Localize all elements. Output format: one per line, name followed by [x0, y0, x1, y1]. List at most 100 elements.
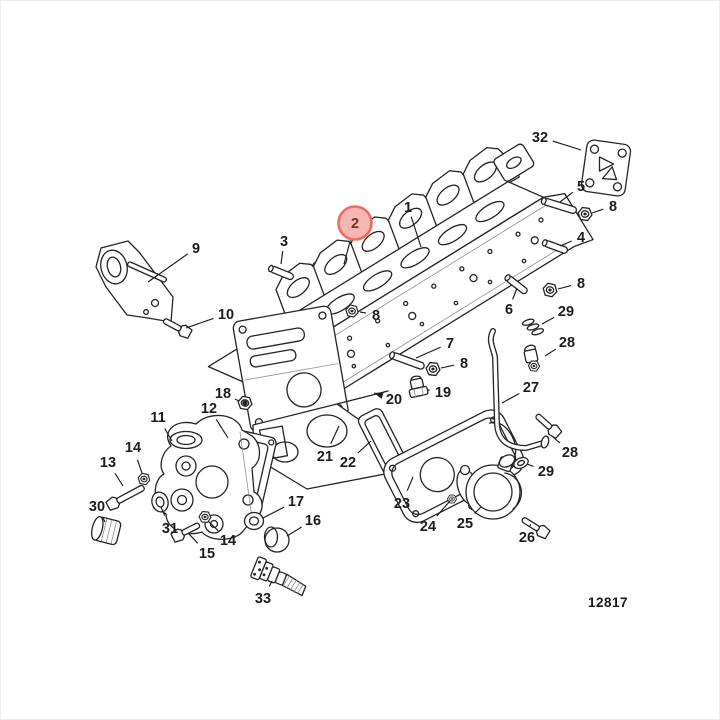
leader-line: [406, 476, 414, 491]
callout-label: 20: [386, 392, 402, 408]
callout-14[interactable]: 14: [125, 440, 143, 474]
callout-17[interactable]: 17: [262, 494, 304, 519]
callout-31[interactable]: 31: [160, 506, 178, 537]
leader-line: [359, 311, 367, 314]
bracket-art: [95, 240, 174, 323]
leader-line: [207, 520, 219, 532]
callout-label: 8: [609, 199, 617, 215]
callout-10[interactable]: 10: [185, 307, 234, 329]
callout-label: 15: [199, 546, 215, 562]
leader-line: [286, 526, 302, 537]
highlight-circle: [337, 205, 373, 241]
callout-label: 18: [215, 386, 231, 402]
callout-label: 16: [305, 513, 321, 529]
leader-line: [559, 191, 574, 203]
callout-label: 3: [280, 234, 288, 250]
leader-line: [474, 506, 482, 514]
callout-label: 14: [220, 533, 236, 549]
callout-label: 4: [577, 230, 585, 246]
callout-label: 33: [255, 591, 271, 607]
plug-art: [91, 515, 122, 546]
callout-1[interactable]: 1: [404, 200, 422, 248]
callout-21[interactable]: 21: [317, 425, 340, 465]
callout-29[interactable]: 29: [541, 304, 574, 325]
leader-line: [529, 523, 532, 527]
callout-label: 28: [559, 335, 575, 351]
callout-18[interactable]: 18: [215, 386, 240, 402]
callout-19[interactable]: 19: [427, 385, 451, 401]
callout-7[interactable]: 7: [415, 336, 454, 359]
leader-line: [541, 316, 555, 325]
callout-8[interactable]: 8: [591, 199, 617, 215]
callout-9[interactable]: 9: [147, 241, 200, 283]
callout-8[interactable]: 8: [359, 308, 380, 324]
callout-label: 23: [394, 496, 410, 512]
drain-tube-art: [487, 328, 550, 468]
callout-4[interactable]: 4: [559, 230, 585, 247]
callout-26[interactable]: 26: [519, 523, 535, 546]
callout-20[interactable]: 20: [373, 392, 402, 408]
callout-label: 29: [558, 304, 574, 320]
leader-line: [330, 425, 340, 445]
callout-label: 32: [532, 130, 548, 146]
callout-5[interactable]: 5: [559, 179, 585, 203]
callout-32[interactable]: 32: [532, 130, 582, 151]
callout-29[interactable]: 29: [526, 463, 554, 480]
leader-line: [215, 418, 229, 439]
leader-line: [234, 398, 240, 402]
callout-label: 2: [351, 216, 359, 232]
callout-label: 29: [538, 464, 554, 480]
long-bolt-art: [105, 484, 145, 511]
callout-label: 25: [457, 516, 473, 532]
leader-line: [526, 463, 534, 467]
callout-2-highlighted[interactable]: 2: [337, 205, 373, 265]
washer-art: [513, 456, 529, 470]
leader-line: [501, 392, 520, 404]
leader-line: [343, 240, 351, 265]
leader-line: [544, 348, 557, 357]
callout-label: 9: [192, 241, 200, 257]
callout-28[interactable]: 28: [544, 335, 575, 357]
callout-13[interactable]: 13: [100, 455, 124, 487]
leader-line: [357, 440, 372, 454]
callout-label: 8: [372, 308, 380, 324]
leader-line: [440, 364, 455, 369]
leader-line: [164, 428, 173, 442]
callout-label: 17: [288, 494, 304, 510]
leader-line: [415, 346, 441, 359]
callout-label: 26: [519, 530, 535, 546]
callout-25[interactable]: 25: [457, 506, 482, 532]
leader-line: [552, 436, 561, 444]
leader-line: [436, 500, 451, 517]
callout-14[interactable]: 14: [207, 520, 236, 549]
leader-line: [262, 506, 285, 519]
washer-art: [243, 511, 265, 531]
callout-33[interactable]: 33: [255, 580, 273, 607]
callout-28[interactable]: 28: [552, 436, 578, 461]
callout-23[interactable]: 23: [394, 476, 414, 512]
leader-line: [410, 216, 422, 248]
leader-line: [280, 251, 284, 265]
callout-6[interactable]: 6: [505, 287, 518, 318]
callout-11[interactable]: 11: [150, 410, 173, 442]
callout-22[interactable]: 22: [340, 440, 372, 471]
callout-27[interactable]: 27: [501, 380, 539, 404]
callout-24[interactable]: 24: [420, 500, 451, 535]
callout-3[interactable]: 3: [280, 234, 288, 265]
callout-12[interactable]: 12: [201, 401, 229, 439]
callout-label: 1: [404, 200, 412, 216]
callout-8[interactable]: 8: [440, 356, 468, 372]
callout-label: 24: [420, 519, 436, 535]
leader-arrowhead: [374, 392, 384, 399]
callout-label: 10: [218, 307, 234, 323]
callout-16[interactable]: 16: [286, 513, 321, 537]
callout-15[interactable]: 15: [188, 533, 215, 562]
callout-label: 14: [125, 440, 141, 456]
callout-8[interactable]: 8: [557, 276, 585, 292]
callout-30[interactable]: 30: [89, 499, 106, 523]
nut-art: [237, 395, 253, 411]
spring-art: [521, 318, 545, 336]
